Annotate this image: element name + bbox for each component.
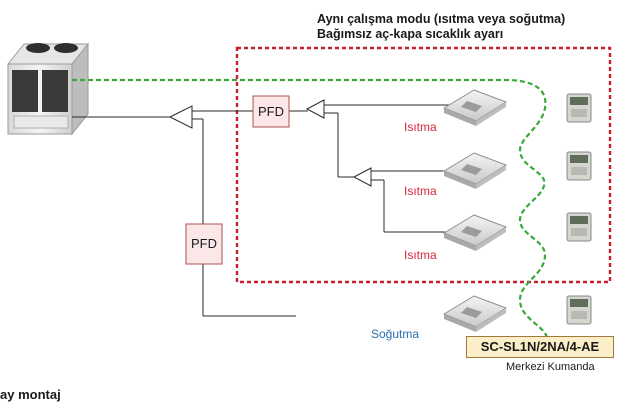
pfd-label-1: PFD xyxy=(258,104,284,119)
mode-label-unit-4: Soğutma xyxy=(371,327,420,341)
flow-arrow-icon xyxy=(168,99,372,187)
refrigerant-piping xyxy=(72,104,450,317)
mode-label-unit-1: Isıtma xyxy=(404,120,437,134)
remote-controller-icon xyxy=(566,212,592,242)
same-mode-group-border xyxy=(235,46,612,284)
cassette-unit-icon xyxy=(442,152,508,189)
header-line-2: Bağımsız aç-kapa sıcaklık ayarı xyxy=(317,27,504,41)
remote-controller-icon xyxy=(566,295,592,325)
outdoor-unit-icon xyxy=(6,42,90,136)
signal-line xyxy=(72,78,550,349)
pfd-box-2 xyxy=(185,223,223,265)
remote-controller-icon xyxy=(566,151,592,181)
bottom-left-partial-text: ay montaj xyxy=(0,387,61,402)
remote-controller-icon xyxy=(566,93,592,123)
mode-label-unit-3: Isıtma xyxy=(404,248,437,262)
pfd-label-2: PFD xyxy=(191,236,217,251)
header-line-1: Aynı çalışma modu (ısıtma veya soğutma) xyxy=(317,12,566,26)
cassette-unit-icon xyxy=(442,214,508,251)
cassette-unit-icon xyxy=(442,295,508,332)
central-control-model-box: SC-SL1N/2NA/4-AE xyxy=(466,336,614,358)
cassette-unit-icon xyxy=(442,89,508,126)
pfd-box-1 xyxy=(252,95,290,128)
mode-label-unit-2: Isıtma xyxy=(404,184,437,198)
central-control-caption: Merkezi Kumanda xyxy=(506,361,595,373)
